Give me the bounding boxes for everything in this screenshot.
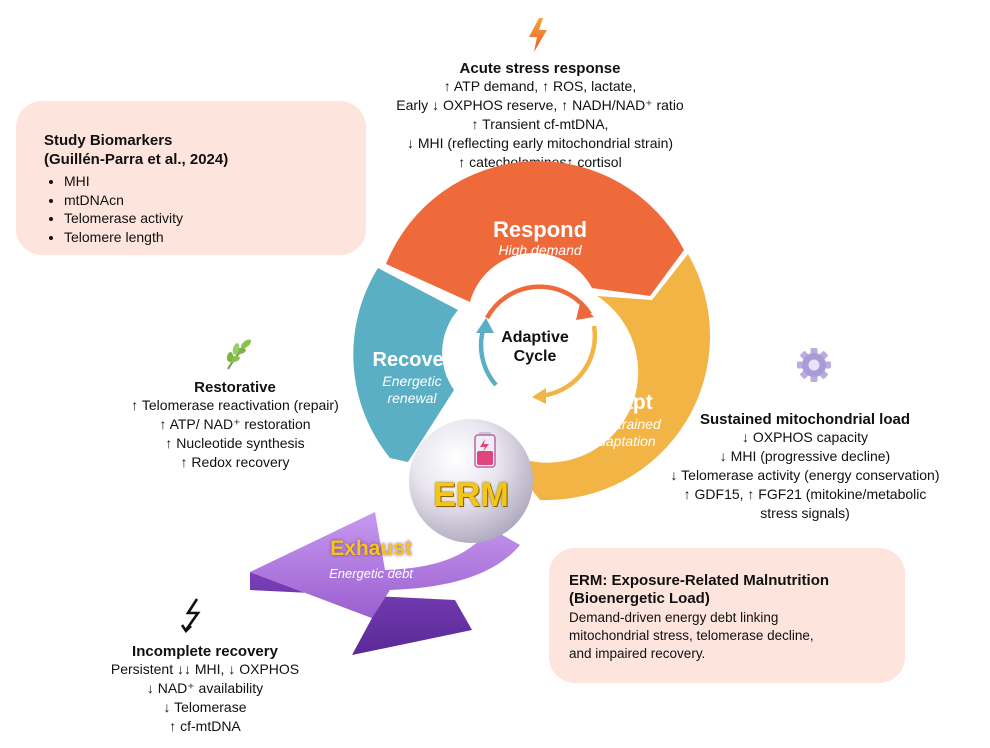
- biomarkers-list: MHI mtDNAcn Telomerase activity Telomere…: [44, 172, 354, 246]
- sustained-title: Sustained mitochondrial load: [699, 411, 911, 428]
- erm-sphere: [409, 419, 533, 543]
- erm-box-title: ERM: Exposure-Related Malnutrition: [569, 572, 830, 589]
- restorative-line: ↑ Nucleotide synthesis: [165, 435, 305, 451]
- list-item: Telomere length: [64, 228, 354, 247]
- acute-line: Early ↓ OXPHOS reserve, ↑ NADH/NAD⁺ rati…: [396, 97, 684, 113]
- restorative-title: Restorative: [194, 379, 276, 396]
- exhaust-label: Exhaust: [330, 537, 412, 560]
- adapt-sublabel: Constrained: [585, 416, 661, 432]
- list-item: Telomerase activity: [64, 209, 354, 228]
- lightning-icon: [529, 18, 547, 52]
- recover-sublabel-2: renewal: [387, 390, 437, 406]
- incomplete-line: ↓ NAD⁺ availability: [146, 680, 264, 696]
- recover-segment: [353, 268, 458, 462]
- recover-sublabel: Energetic: [382, 373, 442, 389]
- battery-icon: [474, 432, 496, 468]
- gear-icon: [797, 348, 831, 382]
- incomplete-line: Persistent ↓↓ MHI, ↓ OXPHOS: [110, 661, 300, 677]
- erm-box-subtitle: (Bioenergetic Load): [569, 590, 710, 607]
- incomplete-line: ↓ Telomerase: [163, 699, 247, 715]
- erm-definition-panel: ERM: Exposure-Related Malnutrition (Bioe…: [549, 548, 905, 683]
- incomplete-recovery-block: Incomplete recovery Persistent ↓↓ MHI, ↓…: [60, 643, 350, 736]
- inner-arrow-red: [485, 284, 592, 320]
- sustained-load-block: Sustained mitochondrial load ↓ OXPHOS ca…: [640, 411, 970, 523]
- exhaust-arrow: [250, 512, 520, 618]
- sustained-line: ↓ MHI (progressive decline): [719, 448, 891, 464]
- adapt-sublabel-2: adaptation: [590, 433, 656, 449]
- erm-box-line: Demand-driven energy debt linking: [569, 610, 779, 625]
- respond-segment: [386, 161, 684, 302]
- sustained-line: ↑ GDF15, ↑ FGF21 (mitokine/metabolic: [683, 486, 927, 502]
- acute-line: ↑ ATP demand, ↑ ROS, lactate,: [443, 78, 637, 94]
- sustained-line: ↓ Telomerase activity (energy conservati…: [670, 467, 940, 483]
- list-item: MHI: [64, 172, 354, 191]
- restorative-block: Restorative ↑ Telomerase reactivation (r…: [90, 379, 380, 472]
- restorative-line: ↑ Redox recovery: [180, 454, 290, 470]
- erm-box-line: and impaired recovery.: [569, 646, 706, 661]
- respond-label: Respond: [492, 217, 588, 242]
- restorative-line: ↑ ATP/ NAD⁺ restoration: [159, 416, 311, 432]
- recover-label: Recover: [372, 349, 452, 371]
- biomarkers-title: Study Biomarkers: [44, 132, 173, 149]
- study-biomarkers-panel: Study Biomarkers (Guillén-Parra et al., …: [16, 101, 366, 255]
- adapt-segment: [498, 254, 711, 501]
- exhaust-sublabel: Energetic debt: [329, 566, 413, 581]
- restorative-line: ↑ Telomerase reactivation (repair): [131, 397, 339, 413]
- respond-sublabel: High demand: [498, 242, 582, 258]
- sustained-line: stress signals): [760, 505, 850, 521]
- biomarkers-citation: (Guillén-Parra et al., 2024): [44, 151, 229, 168]
- list-item: mtDNAcn: [64, 191, 354, 210]
- center-label-2: Cycle: [513, 348, 557, 365]
- acute-line: ↓ MHI (reflecting early mitochondrial st…: [406, 135, 674, 151]
- leaf-icon: [226, 339, 251, 370]
- sustained-line: ↓ OXPHOS capacity: [741, 429, 869, 445]
- acute-stress-block: Acute stress response ↑ ATP demand, ↑ RO…: [340, 60, 740, 172]
- center-label: Adaptive: [501, 329, 569, 346]
- incomplete-title: Incomplete recovery: [132, 643, 278, 660]
- zigzag-arrow-icon: [180, 598, 201, 633]
- adapt-label: Adapt: [593, 391, 653, 414]
- incomplete-line: ↑ cf-mtDNA: [169, 718, 241, 734]
- acute-title: Acute stress response: [459, 60, 621, 77]
- inner-arrow-yellow: [537, 325, 598, 399]
- erm-label: ERM: [433, 476, 509, 514]
- acute-line: ↑ Transient cf-mtDNA,: [471, 116, 609, 132]
- erm-box-line: mitochondrial stress, telomerase decline…: [569, 628, 814, 643]
